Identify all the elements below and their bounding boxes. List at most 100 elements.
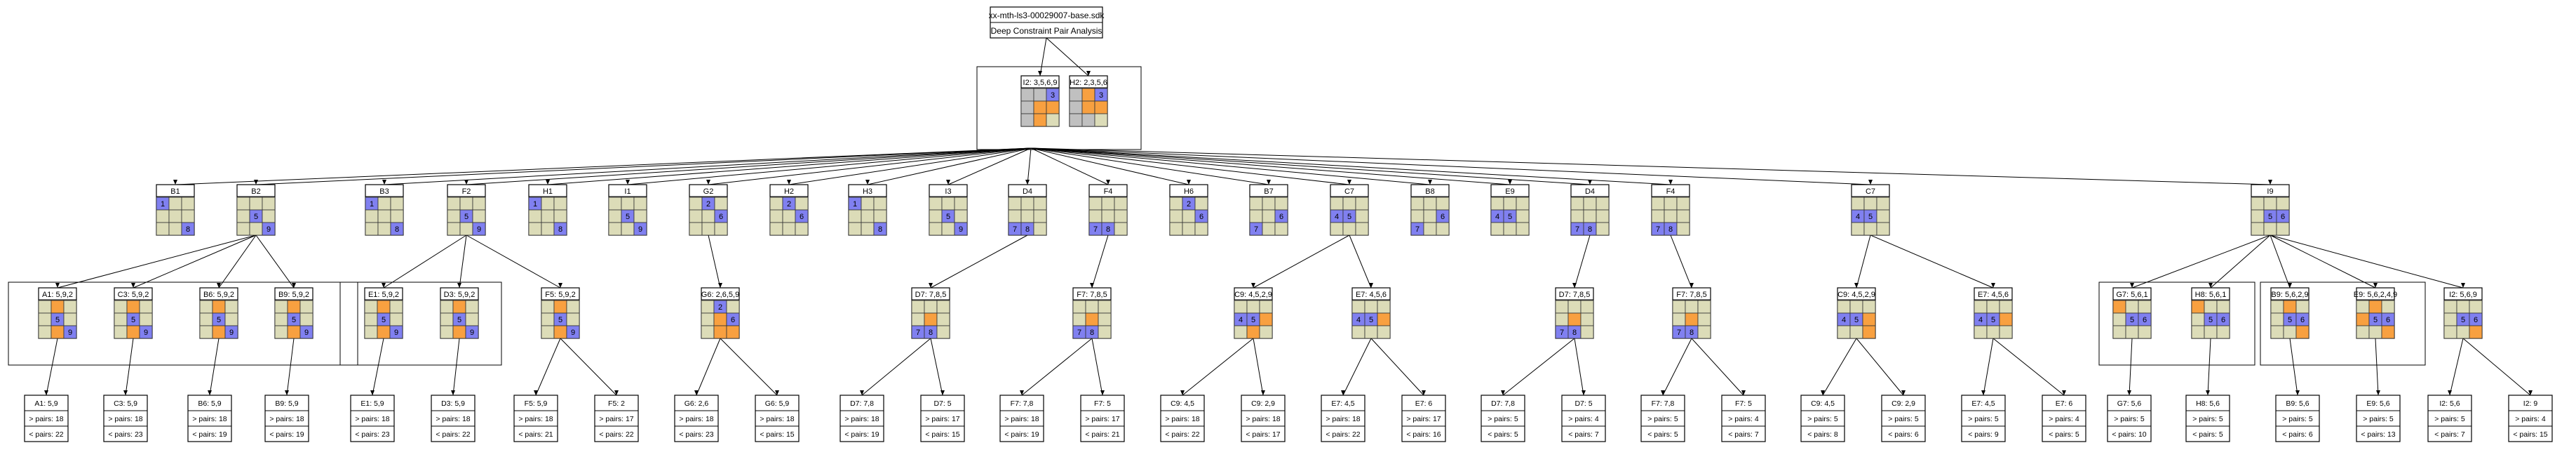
grid-cell [1876,197,1890,211]
grid-cell [1583,209,1597,223]
grid-cell [2191,300,2205,314]
leaf-line: > pairs: 18 [518,415,553,423]
grid-cell [1410,209,1424,223]
tree-edge [696,338,721,396]
tree-edge [720,338,778,396]
grid-cell [1851,222,1865,236]
grid-cell [2456,325,2470,339]
leaf-ld7b: D7: 5> pairs: 17< pairs: 15 [920,395,965,442]
node-label: C9: 4,5,2,9 [1234,291,1272,299]
leaf-line: A1: 5,9 [34,399,58,408]
cell-number: 9 [477,225,481,234]
grid-cell [1033,100,1047,114]
grid-cell [1862,300,1876,314]
tree-edge [1091,234,1109,289]
leaf-line: C9: 2,9 [1251,399,1275,408]
cell-number: 5 [1251,316,1255,324]
leaf-line: < pairs: 19 [269,430,304,439]
edge-arrowhead [1582,390,1586,395]
grid-cell [1081,100,1095,114]
cell-number: 9 [638,225,642,234]
leaf-line: < pairs: 7 [1568,430,1599,439]
grid-cell [50,300,65,314]
leaf-line: < pairs: 19 [1004,430,1039,439]
grid-cell [1182,209,1196,223]
tree-edge [209,338,220,396]
grid-cell [2443,325,2457,339]
leaf-lc9b: C9: 2,9> pairs: 18< pairs: 17 [1241,395,1286,442]
grid-cell [1596,197,1610,211]
grid-cell [262,222,276,236]
grid-cell [1364,325,1378,339]
grid-cell [566,312,580,326]
tree-edge [2270,234,2464,289]
edge-arrowhead [1854,283,1859,288]
grid-cell [1033,197,1047,211]
grid-cell [274,325,288,339]
tree-edge [708,234,721,289]
grid-cell [2125,300,2139,314]
edge-arrowhead [2127,390,2131,395]
grid-cell [1351,300,1365,314]
cell-number: 1 [533,200,537,209]
grid-cell [2283,300,2297,314]
tree-edge [788,147,1032,185]
grid-cell [553,222,567,236]
tree-edge [627,147,1032,185]
grid-cell [2276,222,2290,236]
tree-edge [1021,338,1093,396]
grid-cell [262,209,276,223]
cell-number: 5 [558,316,562,324]
grid-cell [1094,113,1108,127]
leaf-lh8: H8: 5,6> pairs: 5< pairs: 5 [2185,395,2230,442]
tree-edge [930,234,1028,289]
cell-number: 4 [1978,316,1983,324]
grid-cell [472,209,486,223]
leaf-le7b: E7: 6> pairs: 17< pairs: 16 [1401,395,1446,442]
grid-cell [924,300,938,314]
edge-arrowhead [1661,390,1665,395]
edge-arrowhead [2130,283,2134,288]
grid-cell [274,300,288,314]
grid-cell [181,222,195,236]
node-label: C7 [1344,187,1354,196]
leaf-lf5b: F5: 2> pairs: 17< pairs: 22 [594,395,639,442]
node-i2: I2: 3,5,6,93 [1020,75,1060,127]
tree-edge [1046,37,1089,77]
grid-cell [1033,113,1047,127]
grid-cell [156,209,170,223]
grid-cell [941,197,955,211]
cluster-box [8,282,358,366]
cell-number: 6 [800,213,804,221]
grid-cell [1862,312,1876,326]
grid-cell [1423,197,1437,211]
leaf-line: F7: 5 [1735,399,1752,408]
grid-cell [236,197,250,211]
grid-cell [2112,325,2126,339]
grid-cell [168,209,182,223]
cell-number: 5 [2130,316,2134,324]
node-label: F4 [1104,187,1113,196]
cell-number: 2 [1187,200,1191,209]
cell-number: 2 [718,303,722,312]
grid-cell [390,209,404,223]
node-c3: C3: 5,9,259 [114,287,153,339]
leaf-line: > pairs: 18 [1004,415,1039,423]
grid-cell [299,300,313,314]
grid-cell [1008,209,1022,223]
edge-arrowhead [382,283,386,288]
cell-number: 5 [254,213,258,221]
edge-arrowhead [1020,390,1024,395]
leaf-line: < pairs: 22 [599,430,633,439]
cell-number: 8 [1106,225,1110,234]
leaf-ld7c: D7: 7,8> pairs: 5< pairs: 5 [1481,395,1525,442]
leaf-line: < pairs: 6 [2282,430,2313,439]
node-label: B9: 5,9,2 [278,291,309,299]
grid-cell [287,300,301,314]
grid-cell [199,325,213,339]
leaf-line: C9: 4,5 [1171,399,1194,408]
